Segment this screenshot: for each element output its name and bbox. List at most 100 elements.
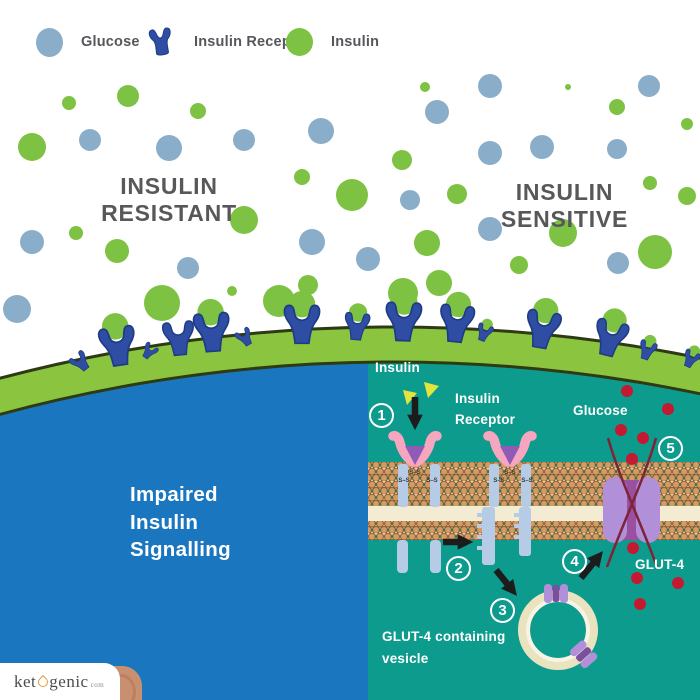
glucose-molecule-dot xyxy=(615,424,627,436)
heading-line: INSULIN xyxy=(515,179,614,205)
step-badge-4: 4 xyxy=(562,549,587,574)
glucose-dot xyxy=(425,100,449,124)
insulin-triangle xyxy=(403,390,417,405)
glucose-dot xyxy=(478,217,502,241)
membrane-inner-line xyxy=(0,360,700,417)
label-line: vesicle xyxy=(382,651,429,666)
insulin-dot xyxy=(565,84,571,90)
insulin-dot xyxy=(230,206,258,234)
membrane-receptor xyxy=(344,303,371,341)
heading-insulin-resistant: INSULIN RESISTANT xyxy=(58,173,280,227)
step-badge-2: 2 xyxy=(446,556,471,581)
caption-line: Signalling xyxy=(130,538,231,561)
glucose-molecule-dot xyxy=(626,453,638,465)
insulin-dot xyxy=(336,179,368,211)
glucose-molecule-dot xyxy=(672,577,684,589)
glucose-dot xyxy=(177,257,199,279)
vesicle-transporter xyxy=(544,584,568,603)
membrane-receptor xyxy=(640,334,658,361)
insulin-triangle xyxy=(424,382,439,398)
glut4-vesicle xyxy=(518,584,598,670)
insulin-dot xyxy=(643,176,657,190)
step-badge-3: 3 xyxy=(490,598,515,623)
heading-line: INSULIN xyxy=(120,173,218,199)
insulin-dot xyxy=(117,85,139,107)
glucose-molecule-dot xyxy=(627,542,639,554)
vesicle-transporter xyxy=(569,640,598,669)
ss-bond-label: S–S xyxy=(426,478,437,484)
membrane-receptor xyxy=(596,308,630,358)
glucose-molecule-dot xyxy=(662,403,674,415)
membrane-receptor xyxy=(97,313,135,367)
heading-line: SENSITIVE xyxy=(500,206,629,232)
glucose-dot xyxy=(356,247,380,271)
membrane-receptor xyxy=(527,297,563,350)
membrane-receptors xyxy=(68,288,700,372)
membrane-receptor xyxy=(478,318,494,342)
insulin-receptor-b xyxy=(483,431,537,467)
membrane-receptor xyxy=(68,350,90,372)
insulin-dot xyxy=(69,226,83,240)
glucose-dot xyxy=(3,295,31,323)
insulin-dot xyxy=(426,270,452,296)
receptor-tails xyxy=(397,507,531,573)
insulin-dot xyxy=(510,256,528,274)
glucose-dot xyxy=(156,135,182,161)
insulin-dot xyxy=(638,235,672,269)
insulin-dot xyxy=(681,118,693,130)
insulin-dot xyxy=(420,82,430,92)
ss-bond-label: S–S xyxy=(521,478,532,484)
impaired-signalling-caption: Impaired Insulin Signalling xyxy=(130,481,231,564)
glucose-dot xyxy=(79,129,101,151)
pathway-vesicle-label: GLUT-4 containing vesicle xyxy=(382,626,505,670)
insulin-dot xyxy=(447,184,467,204)
heading-line: RESISTANT xyxy=(101,200,237,226)
caption-line: Impaired xyxy=(130,483,218,506)
insulin-receptor-a xyxy=(388,431,442,467)
pathway-insulin-label: Insulin xyxy=(375,360,420,375)
membrane-receptor xyxy=(161,320,194,357)
glut4-channel xyxy=(603,437,660,568)
membrane-receptor xyxy=(683,345,700,369)
insulin-resistant-cell xyxy=(0,363,368,700)
label-line: Receptor xyxy=(455,412,516,427)
membrane-receptor xyxy=(192,298,230,353)
membrane-receptor xyxy=(234,326,253,347)
bound-insulin xyxy=(197,298,224,326)
membrane-receptor xyxy=(142,341,159,360)
glucose-molecule-dot xyxy=(621,385,633,397)
glucose-swatch xyxy=(36,27,63,57)
glucose-dot xyxy=(233,129,255,151)
bound-insulin xyxy=(348,303,368,322)
insulin-dot xyxy=(294,169,310,185)
step-badge-5: 5 xyxy=(658,436,683,461)
insulin-dot xyxy=(678,187,696,205)
legend-insulin-label: Insulin xyxy=(331,34,380,50)
insulin-dot xyxy=(144,285,180,321)
step-badge-1: 1 xyxy=(369,403,394,428)
ss-bond-label: S–S xyxy=(504,470,515,476)
insulin-dot xyxy=(190,103,206,119)
step-arrows xyxy=(407,397,603,596)
glucose-dot xyxy=(20,230,44,254)
insulin-dot xyxy=(298,275,318,295)
glucose-dot xyxy=(478,74,502,98)
glucose-dot xyxy=(308,118,334,144)
glucose-dot xyxy=(400,190,420,210)
glucose-molecules xyxy=(615,385,684,610)
bound-insulin xyxy=(288,290,316,318)
insulin-dot xyxy=(414,230,440,256)
insulin-receptor-icon xyxy=(148,27,171,56)
membrane-receptor xyxy=(440,291,476,344)
legend-item-glucose: Glucose xyxy=(36,26,140,58)
ss-bond-label: S–S xyxy=(409,470,420,476)
insulin-dot xyxy=(105,239,129,263)
legend-item-receptor: Insulin Receptor xyxy=(146,26,311,58)
label-line: Insulin xyxy=(455,391,500,406)
membrane-receptor xyxy=(283,290,321,345)
logo-text-pre: ket xyxy=(14,671,37,691)
insulin-dot xyxy=(549,219,577,247)
